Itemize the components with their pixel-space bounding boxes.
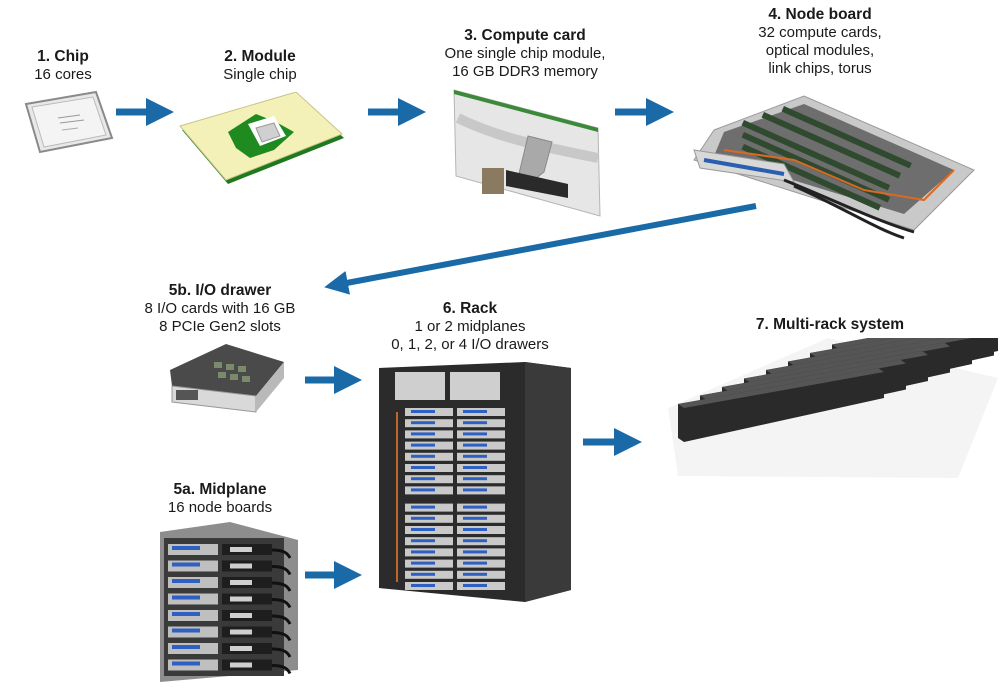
arrow-node-board-to-io-drawer bbox=[324, 203, 757, 295]
chip-image bbox=[24, 90, 114, 154]
step-title: 7. Multi-rack system bbox=[755, 316, 905, 333]
step-title: 5a. Midplane bbox=[173, 481, 267, 498]
step-title: 5b. I/O drawer bbox=[168, 282, 272, 299]
step-label-module: 2. Module Single chip bbox=[200, 48, 320, 84]
rack-row bbox=[678, 368, 884, 442]
step-label-multi-rack: 7. Multi-rack system bbox=[720, 316, 940, 334]
compute-card-image bbox=[453, 89, 601, 217]
step-desc: 16 node boards bbox=[167, 499, 273, 516]
step-title: 3. Compute card bbox=[464, 27, 586, 44]
midplane-image bbox=[160, 522, 298, 682]
step-desc: 1 or 2 midplanes bbox=[414, 318, 526, 335]
multi-rack-image bbox=[668, 338, 998, 478]
step-desc: 8 I/O cards with 16 GB bbox=[144, 300, 296, 317]
step-desc: One single chip module, bbox=[444, 45, 606, 62]
rack-image bbox=[379, 362, 571, 602]
step-title: 1. Chip bbox=[37, 48, 89, 65]
step-title: 4. Node board bbox=[768, 6, 872, 23]
step-label-midplane: 5a. Midplane 16 node boards bbox=[140, 481, 300, 517]
step-title: 6. Rack bbox=[442, 300, 498, 317]
step-desc: 8 PCIe Gen2 slots bbox=[159, 318, 281, 335]
step-label-node-board: 4. Node board 32 compute cards, optical … bbox=[720, 6, 920, 78]
step-label-compute-card: 3. Compute card One single chip module, … bbox=[425, 27, 625, 81]
step-label-rack: 6. Rack 1 or 2 midplanes 0, 1, 2, or 4 I… bbox=[360, 300, 580, 354]
step-desc: 16 cores bbox=[34, 66, 92, 83]
step-desc: 0, 1, 2, or 4 I/O drawers bbox=[391, 336, 549, 353]
step-desc: Single chip bbox=[223, 66, 297, 83]
step-desc: 32 compute cards, bbox=[758, 24, 882, 41]
step-desc: 16 GB DDR3 memory bbox=[452, 63, 598, 80]
step-label-io-drawer: 5b. I/O drawer 8 I/O cards with 16 GB 8 … bbox=[130, 282, 310, 336]
step-desc: optical modules, bbox=[765, 42, 875, 59]
step-title: 2. Module bbox=[224, 48, 296, 65]
step-label-chip: 1. Chip 16 cores bbox=[18, 48, 108, 84]
node-board-image bbox=[693, 95, 975, 240]
io-drawer-image bbox=[170, 344, 284, 413]
step-desc: link chips, torus bbox=[768, 60, 872, 77]
module-image bbox=[179, 92, 344, 184]
